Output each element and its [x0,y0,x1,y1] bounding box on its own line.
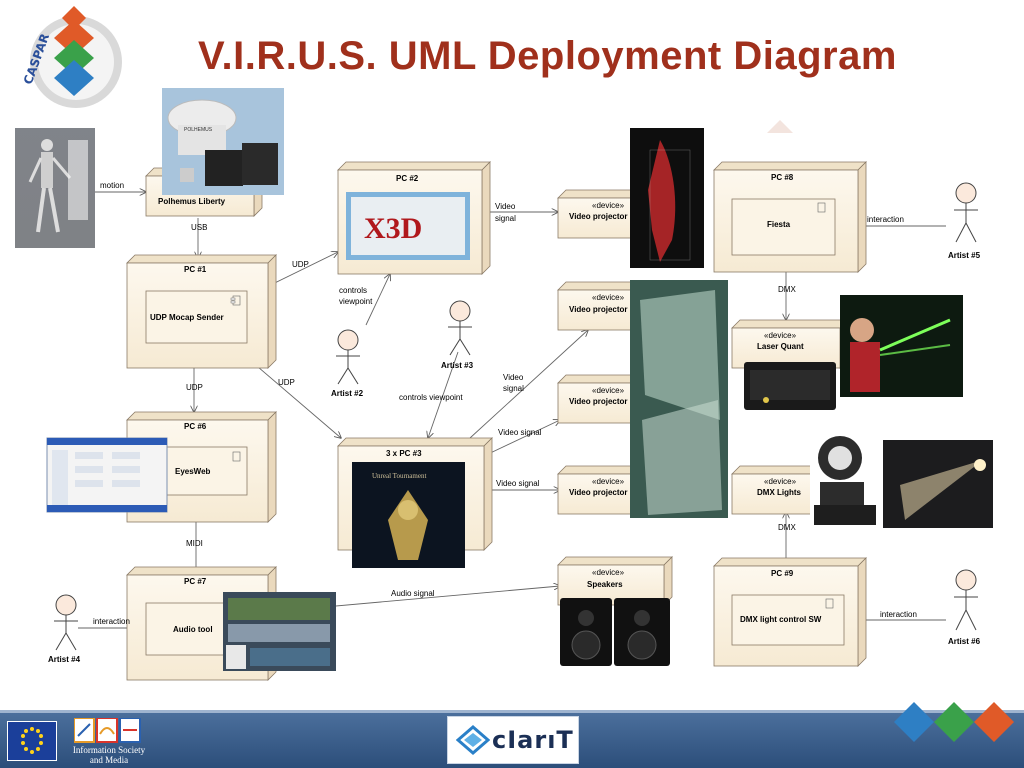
node-speakers: «device» Speakers [557,556,673,606]
photo-polhemus-equipment: POLHEMUS [162,88,284,195]
actor-artist2-label: Artist #2 [331,389,364,398]
node-laser-name: Laser Quant [757,342,804,351]
actor-artist3 [448,300,472,356]
label-udp-pc2: UDP [292,260,309,269]
node-pc7-component: Audio tool [173,625,213,634]
label-dmx1: DMX [778,285,796,294]
label-video2: Video [503,373,524,382]
node-polhemus-name: Polhemus Liberty [158,197,226,206]
page-title: V.I.R.U.S. UML Deployment Diagram [198,34,897,78]
node-dmx-name: DMX Lights [757,488,802,497]
label-audio-signal: Audio signal [391,589,435,598]
label-udp-pc6: UDP [186,383,203,392]
node-pc2-name: PC #2 [396,174,419,183]
actor-artist6 [954,569,978,631]
label-midi: MIDI [186,539,203,548]
node-pc9-component: DMX light control SW [740,615,822,624]
actor-artist4 [54,594,78,651]
photo-unreal-tournament: Unreal Tournament [352,462,465,568]
node-pc6-component: EyesWeb [175,467,211,476]
clarity-logo: cIarıT [447,716,579,764]
clarity-emblem-icon [456,725,490,755]
node-pc7-name: PC #7 [184,577,207,586]
photo-polhemus-label: POLHEMUS [184,127,213,133]
infosoc-logo [73,717,144,744]
node-laser: «device» Laser Quant [731,319,849,369]
node-proj1-name: Video projector [569,212,628,221]
node-pc1: PC #1 UDP Mocap Sender [126,254,277,369]
photo-laser-performer [840,295,963,397]
label-controls: controls [339,286,367,295]
actor-artist2 [336,329,360,385]
node-dmx-stereotype: «device» [764,477,797,486]
node-proj3-name: Video projector [569,397,628,406]
node-pc1-component: UDP Mocap Sender [150,313,224,322]
photo-audio-mixer [223,592,336,671]
photo-stage-lights [883,440,993,528]
label-signal1: signal [495,214,516,223]
photo-mocap-suit [15,128,95,248]
node-pc8-name: PC #8 [771,173,794,182]
label-dmx2: DMX [778,523,796,532]
label-signal2: signal [503,384,524,393]
photo-eyesweb-screenshot [46,437,168,513]
link-artist2-pc2 [365,274,390,326]
label-interaction5: interaction [867,215,904,224]
node-proj2-stereotype: «device» [592,293,625,302]
photo-x3d-logo: X3D [346,192,470,260]
node-proj1-stereotype: «device» [592,201,625,210]
photo-speakers [560,598,670,666]
link-artist3-pc3 [428,351,459,438]
label-video1: Video [495,202,516,211]
node-pc8: PC #8 Fiesta [713,161,867,273]
photo-projection-room [630,280,728,518]
node-pc3-name: 3 x PC #3 [386,449,422,458]
photo-moving-head-light [810,430,882,528]
actor-artist6-label: Artist #6 [948,637,981,646]
caspar-logo: CASPAR [18,4,128,112]
label-udp-pc3: UDP [278,378,295,387]
footer-diamonds [892,698,1024,748]
link-pc3-proj2 [469,330,588,439]
actor-artist4-label: Artist #4 [48,655,81,664]
label-video-signal3: Video signal [498,428,542,437]
infosoc-line1: Information Society [72,745,146,755]
footer-divider [0,710,1024,713]
node-pc8-component: Fiesta [767,220,791,229]
label-video-signal4: Video signal [496,479,540,488]
actor-artist5 [954,182,978,243]
photo-unreal-label: Unreal Tournament [372,472,426,480]
node-proj4-name: Video projector [569,488,628,497]
label-interaction4: interaction [93,617,130,626]
node-proj2-name: Video projector [569,305,628,314]
clarity-text: cIarıT [492,726,574,754]
node-proj3-stereotype: «device» [592,386,625,395]
label-motion: motion [100,181,124,190]
photo-red-figure [630,128,704,268]
infosoc-line2: and Media [89,755,129,765]
node-laser-stereotype: «device» [764,331,797,340]
node-pc9: PC #9 DMX light control SW [713,557,867,667]
photo-laser-device [744,362,836,410]
label-controls-viewpoint: controls viewpoint [399,393,463,402]
label-usb: USB [191,223,207,232]
link-pc3-proj3 [483,420,560,457]
actor-artist3-label: Artist #3 [441,361,474,370]
photo-x3d-text: X3D [364,212,422,245]
node-speakers-stereotype: «device» [592,568,625,577]
node-pc9-name: PC #9 [771,569,794,578]
actor-artist5-label: Artist #5 [948,251,981,260]
infosoc-text: Information Society and Media [63,745,155,765]
node-proj4-stereotype: «device» [592,477,625,486]
node-speakers-name: Speakers [587,580,623,589]
node-pc6-name: PC #6 [184,422,207,431]
node-pc1-name: PC #1 [184,265,207,274]
label-viewpoint: viewpoint [339,297,373,306]
eu-flag-logo [7,721,57,761]
label-interaction6: interaction [880,610,917,619]
